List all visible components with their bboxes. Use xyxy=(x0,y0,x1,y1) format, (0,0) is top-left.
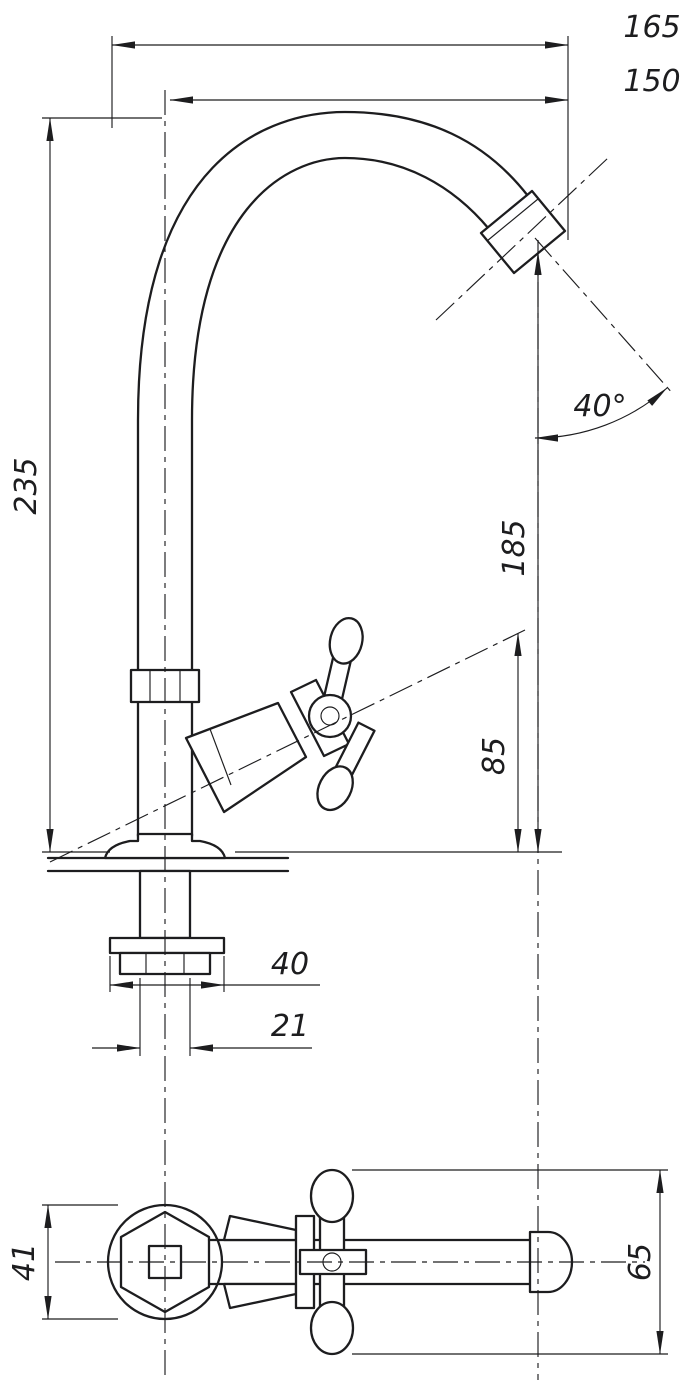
centerline-handle-axis xyxy=(49,629,526,863)
dim-label-40: 40 xyxy=(271,947,309,982)
spout-collar-facets xyxy=(149,670,181,702)
valve-cone-facet xyxy=(209,728,232,786)
dim-label-21: 21 xyxy=(271,1009,309,1044)
dim-label-185: 185 xyxy=(497,519,532,576)
extension-lines-41 xyxy=(42,1204,118,1320)
locknut-facets xyxy=(145,953,185,974)
dimension-arc-40deg xyxy=(534,387,668,442)
spout-inner-curve xyxy=(190,156,491,672)
valve-cone-top-lower xyxy=(222,1282,298,1310)
handle-hub xyxy=(307,693,353,739)
handle-bottom-arm xyxy=(316,721,376,812)
spout-outlet-inner-line xyxy=(486,198,539,242)
valve-cone-top-upper xyxy=(222,1214,298,1242)
handle-bottom-arm-bulb xyxy=(316,765,354,812)
spout-outlet xyxy=(479,189,567,275)
dim-label-40deg: 40° xyxy=(573,389,626,424)
centerline-outlet-axis xyxy=(435,157,609,321)
centerline-flow-direction xyxy=(534,237,675,396)
dim-label-165: 165 xyxy=(623,10,680,45)
dim-label-150: 150 xyxy=(623,64,680,99)
extension-lines-21 xyxy=(139,978,191,1056)
dimensions: 165 150 235 185 85 40° 40 21 41 65 xyxy=(7,10,681,1355)
extension-lines-65 xyxy=(352,1169,668,1355)
spout-outer-curve xyxy=(136,110,530,672)
front-view xyxy=(46,110,567,976)
dim-label-85: 85 xyxy=(477,737,512,775)
dim-label-41: 41 xyxy=(7,1243,42,1281)
handle-top-arm-bulb xyxy=(328,616,364,665)
handle-upper-bulb-top-view xyxy=(309,1168,355,1224)
valve-cone xyxy=(184,701,308,814)
dim-label-235: 235 xyxy=(9,457,44,514)
locknut-flange xyxy=(108,936,226,955)
handle-lower-bulb-top-view xyxy=(309,1300,355,1356)
dim-label-65: 65 xyxy=(623,1243,658,1281)
